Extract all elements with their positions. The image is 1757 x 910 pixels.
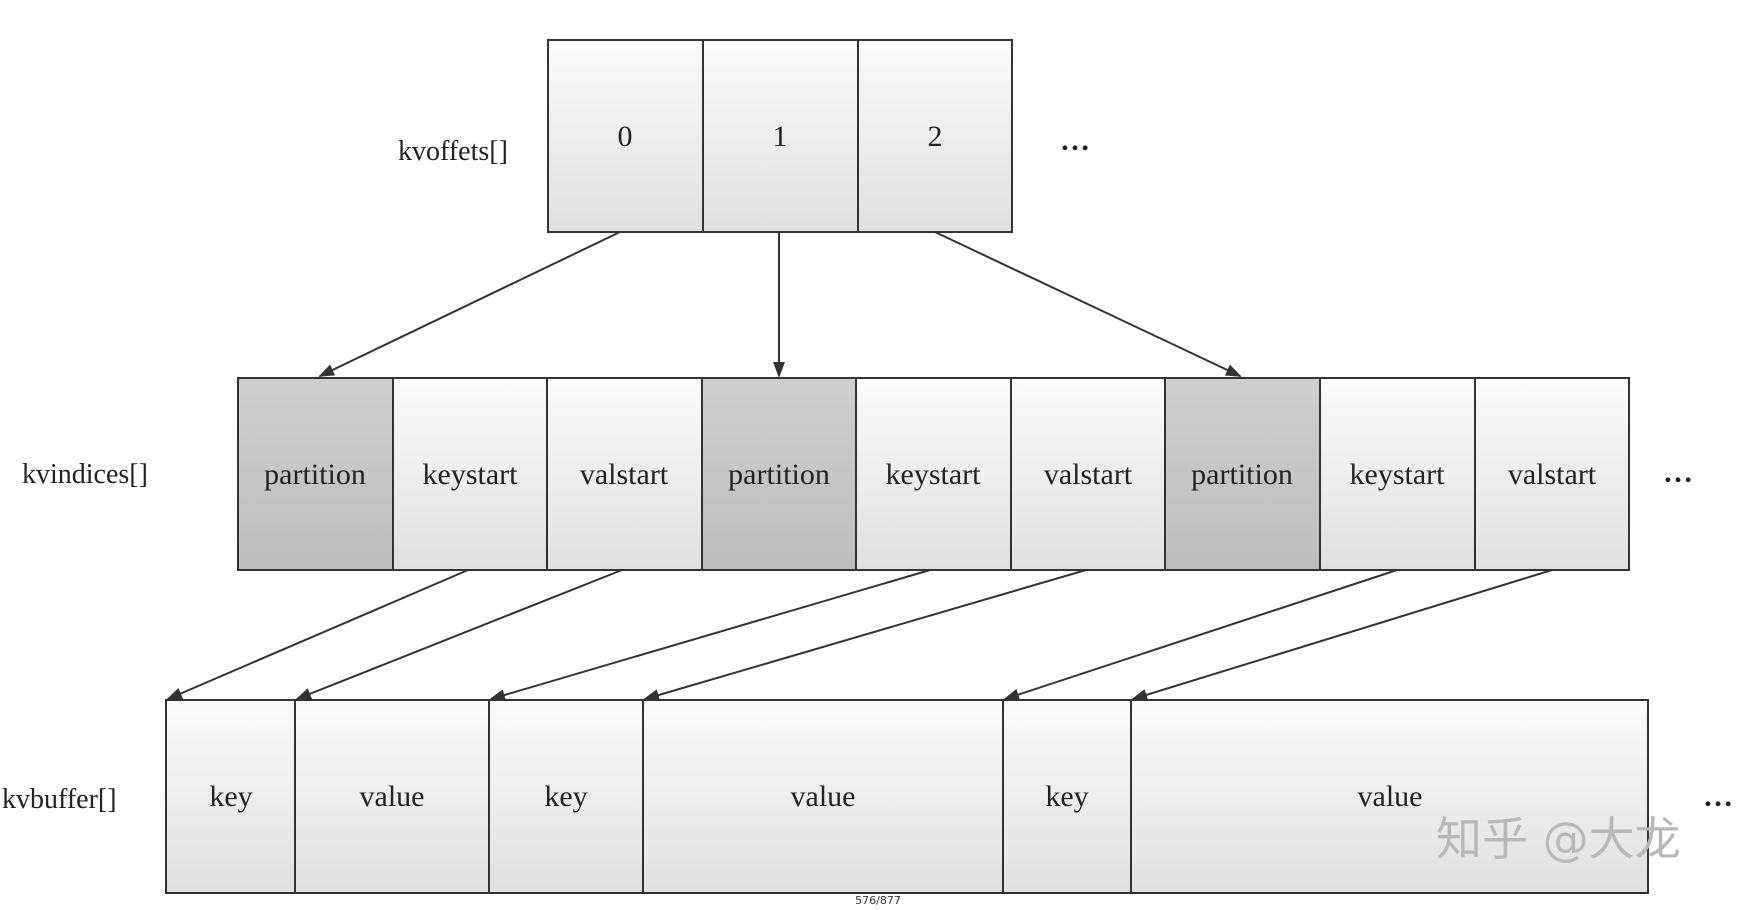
arrow-keystart-1 — [489, 569, 931, 701]
kvoffsets-cell-2: 2 — [928, 120, 943, 153]
kvbuffer-cell: key — [1002, 699, 1132, 894]
kvindices-label: kvindices[] — [22, 459, 148, 490]
kvindices-cell-7: keystart — [1350, 458, 1446, 491]
kvoffsets-cell-0: 0 — [618, 120, 633, 153]
index-to-buffer-arrows — [166, 569, 1553, 701]
kvindices-cell-8: valstart — [1508, 458, 1597, 491]
kvbuffer-cell: value — [1130, 699, 1649, 894]
kvindices-ellipsis: … — [1663, 456, 1693, 489]
kvbuffer-cell: key — [165, 699, 296, 894]
offset-to-index-arrows — [318, 231, 1242, 378]
kvindices-cell-2: valstart — [580, 458, 669, 491]
kvbuffer-cell: value — [294, 699, 490, 894]
arrow-offset-0 — [318, 231, 621, 377]
kvindices-cell-4: keystart — [886, 458, 982, 491]
arrow-keystart-2 — [1003, 569, 1398, 701]
arrow-offset-2 — [934, 231, 1242, 377]
kvbuffer-cell: key — [488, 699, 644, 894]
kvbuffer-cell-3: value — [791, 780, 856, 813]
kvoffsets-label: kvoffets[] — [398, 136, 508, 167]
kvindices-cell: valstart — [546, 377, 703, 571]
kvindices-cell: partition — [1164, 377, 1321, 571]
kvindices-cell-0: partition — [264, 458, 366, 491]
kvoffsets-row: 0 1 2 — [547, 39, 1013, 233]
kvbuffer-ellipsis: … — [1703, 780, 1733, 813]
kvindices-cell: valstart — [1010, 377, 1166, 571]
arrow-valstart-1 — [643, 569, 1087, 701]
arrow-keystart-0 — [166, 569, 469, 700]
page-number: 576/877 — [855, 894, 901, 907]
kvbuffer-cell-5: value — [1358, 780, 1423, 813]
kvbuffer-cell-0: key — [209, 780, 252, 813]
kvoffsets-cell: 1 — [702, 39, 859, 233]
arrow-valstart-2 — [1131, 569, 1553, 701]
kvbuffer-row: key value key value key value — [165, 699, 1649, 894]
kvindices-cell: keystart — [855, 377, 1012, 571]
watermark: 知乎 @大龙 — [1436, 812, 1681, 866]
kvindices-cell: partition — [701, 377, 857, 571]
kvbuffer-cell-4: key — [1045, 780, 1088, 813]
arrow-valstart-0 — [295, 569, 623, 700]
kvbuffer-cell: value — [642, 699, 1004, 894]
kvindices-cell-3: partition — [728, 458, 830, 491]
kvindices-cell: keystart — [1319, 377, 1476, 571]
kvbuffer-label: kvbuffer[] — [2, 784, 117, 815]
kvbuffer-cell-1: value — [360, 780, 425, 813]
kvindices-cell-1: keystart — [423, 458, 519, 491]
kvindices-cell-5: valstart — [1044, 458, 1133, 491]
kvoffsets-cell: 2 — [857, 39, 1013, 233]
kvindices-cell: valstart — [1474, 377, 1630, 571]
kvoffsets-ellipsis: … — [1060, 124, 1090, 157]
kvindices-row: partition keystart valstart partition ke… — [237, 377, 1630, 571]
kvindices-cell-6: partition — [1191, 458, 1293, 491]
kvindices-cell: partition — [237, 377, 394, 571]
kvindices-cell: keystart — [392, 377, 548, 571]
kvbuffer-cell-2: key — [544, 780, 587, 813]
kvoffsets-cell-1: 1 — [773, 120, 788, 153]
kvoffsets-cell: 0 — [547, 39, 704, 233]
